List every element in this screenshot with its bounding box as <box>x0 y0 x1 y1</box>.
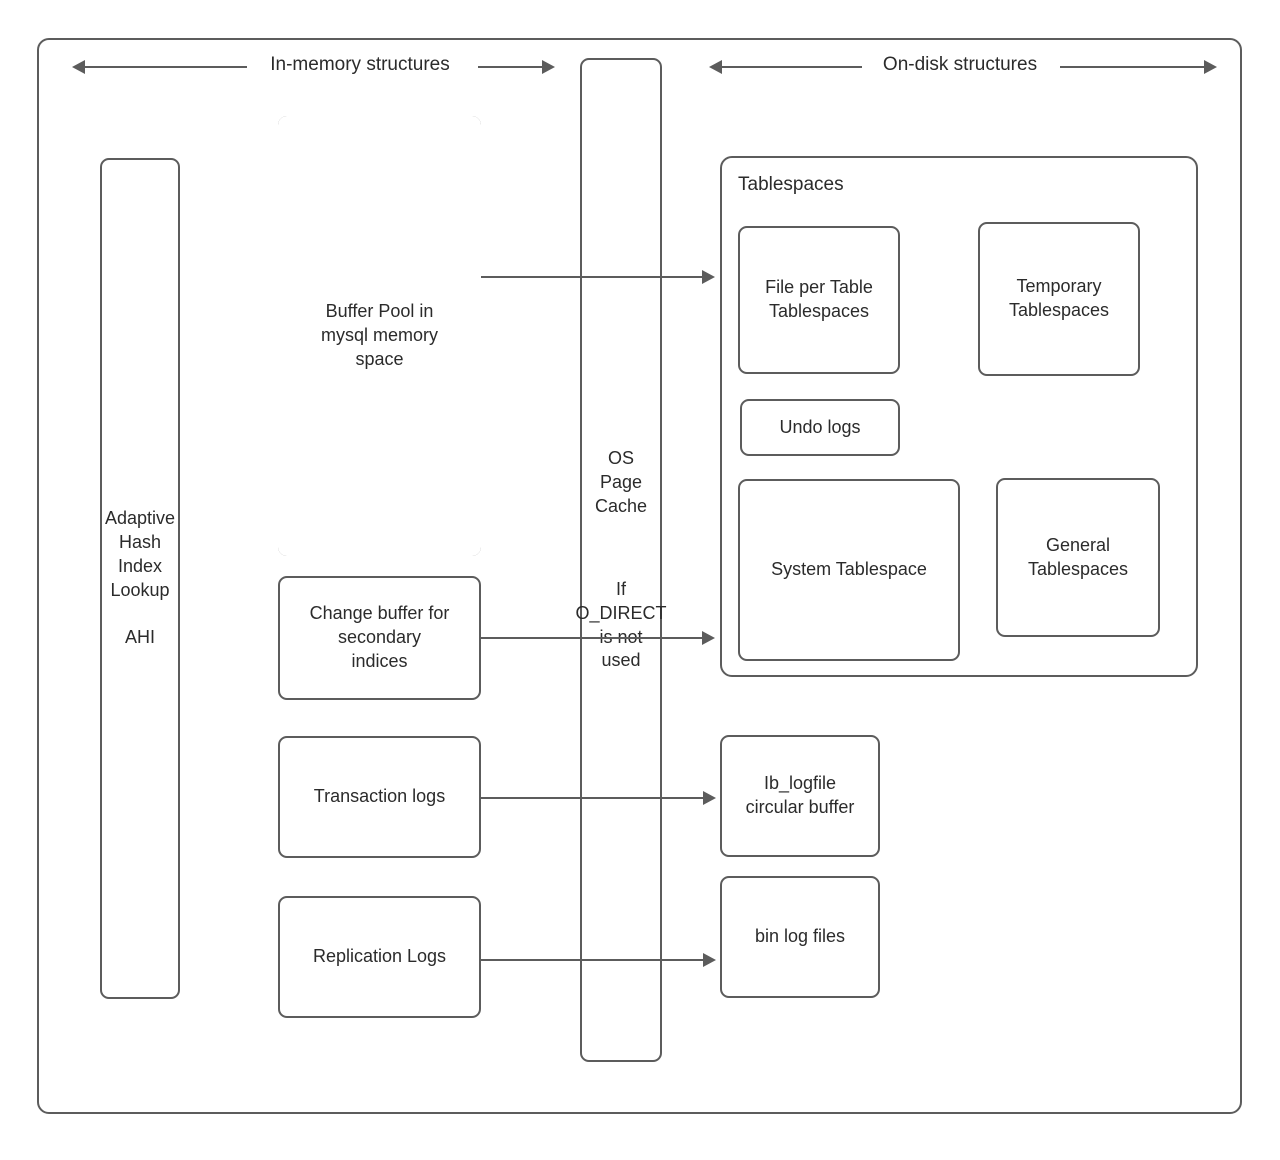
os-page-cache-column[interactable] <box>580 58 662 1062</box>
on-disk-left-arrow-line <box>722 66 862 68</box>
connector-changebuffer-arrowhead <box>702 631 715 645</box>
redo-logfile-box[interactable]: Ib_logfile circular buffer <box>720 735 880 857</box>
connector-transactionlogs-to-redologfile <box>481 797 704 799</box>
outer-frame <box>37 38 1242 1114</box>
temporary-tablespaces-box[interactable]: Temporary Tablespaces <box>978 222 1140 376</box>
in-memory-right-arrow-line <box>478 66 543 68</box>
on-disk-right-arrowhead <box>1204 60 1217 74</box>
connector-replicationlogs-arrowhead <box>703 953 716 967</box>
replication-logs-label: Replication Logs <box>312 946 447 967</box>
adaptive-hash-index-label: Adaptive Hash Index Lookup AHI <box>104 508 176 647</box>
connector-bufferpool-to-filepertable <box>481 276 703 278</box>
bin-log-files-box[interactable]: bin log files <box>720 876 880 998</box>
transaction-logs-label: Transaction logs <box>313 786 446 807</box>
general-tablespaces-label: General Tablespaces <box>1027 534 1129 579</box>
connector-changebuffer-to-systemtablespace <box>481 637 703 639</box>
connector-transactionlogs-arrowhead <box>703 791 716 805</box>
transaction-logs-box[interactable]: Transaction logs <box>278 736 481 858</box>
file-per-table-tablespaces-box[interactable]: File per Table Tablespaces <box>738 226 900 374</box>
in-memory-left-arrowhead <box>72 60 85 74</box>
connector-bufferpool-arrowhead <box>702 270 715 284</box>
undo-logs-label: Undo logs <box>779 416 861 437</box>
undo-logs-box[interactable]: Undo logs <box>740 399 900 456</box>
os-page-cache-title: OS Page Cache <box>594 448 648 516</box>
change-buffer-box[interactable]: Change buffer for secondary indices <box>278 576 481 700</box>
general-tablespaces-box[interactable]: General Tablespaces <box>996 478 1160 637</box>
buffer-pool-label: Buffer Pool in mysql memory space <box>320 301 438 369</box>
buffer-pool-label-holder: Buffer Pool in mysql memory space <box>278 116 481 556</box>
in-memory-right-arrowhead <box>542 60 555 74</box>
redo-logfile-label: Ib_logfile circular buffer <box>745 773 855 817</box>
tablespaces-container <box>720 156 1198 677</box>
temporary-tablespaces-label: Temporary Tablespaces <box>1008 276 1110 320</box>
in-memory-left-arrow-line <box>85 66 247 68</box>
bin-log-files-label: bin log files <box>754 926 846 947</box>
os-page-cache-note: If O_DIRECT is not used <box>575 579 667 671</box>
system-tablespace-box[interactable]: System Tablespace <box>738 479 960 661</box>
tablespaces-title: Tablespaces <box>738 174 844 195</box>
system-tablespace-label: System Tablespace <box>771 559 927 580</box>
on-disk-structures-label: On-disk structures <box>882 54 1038 75</box>
change-buffer-label: Change buffer for secondary indices <box>309 603 450 671</box>
on-disk-right-arrow-line <box>1060 66 1205 68</box>
file-per-table-tablespaces-label: File per Table Tablespaces <box>765 277 873 321</box>
connector-replicationlogs-to-binlogs <box>481 959 704 961</box>
replication-logs-box[interactable]: Replication Logs <box>278 896 481 1018</box>
in-memory-structures-label: In-memory structures <box>270 54 450 75</box>
adaptive-hash-index-box[interactable]: Adaptive Hash Index Lookup AHI <box>100 158 180 999</box>
on-disk-left-arrowhead <box>709 60 722 74</box>
